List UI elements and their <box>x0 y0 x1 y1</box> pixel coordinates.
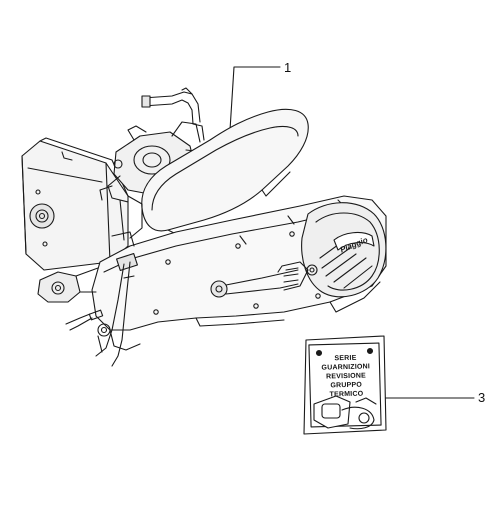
variator-cover: Piaggio <box>301 202 387 298</box>
callout-3-label: 3 <box>478 390 486 405</box>
kickstart-lever <box>210 261 318 298</box>
callout-1-label: 1 <box>284 60 292 75</box>
cooling-shroud <box>21 137 129 271</box>
engine-assembly: Piaggio <box>21 87 387 367</box>
kit-line-5: TERMICO <box>329 390 364 399</box>
gasket-kit-label: SERIE GUARNIZIONI REVISIONE GRUPPO TERMI… <box>311 353 380 400</box>
intake-hose <box>141 87 205 141</box>
cable-bundle <box>65 252 138 367</box>
engine-mount <box>37 267 111 353</box>
gasket-kit-envelope <box>303 335 387 435</box>
air-filter-housing <box>141 108 309 235</box>
callout-1-leader <box>229 66 281 131</box>
engine-bracket <box>111 195 143 247</box>
